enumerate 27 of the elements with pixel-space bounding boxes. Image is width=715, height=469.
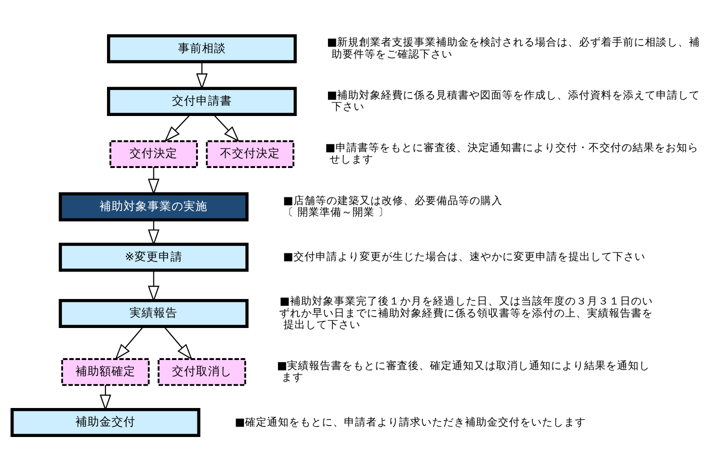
node-label: ■補助対象事業完了後１か月を経過した日、又は当該年度の３月３１日のいずれか早い日までに補助対象経費に係る領収書等を添付の上、実績報告書を提出して下さい [279, 294, 654, 331]
arrow [148, 270, 160, 302]
node-label: ■実績報告書をもとに審査後、確定通知又は取消し通知により結果を通知します [276, 358, 650, 384]
arrow [164, 326, 192, 360]
arrow [164, 114, 191, 142]
node-label: ■店舗等の建築又は改修、必要備品等の購入 [283, 194, 502, 207]
node-box: 実績報告 [58, 299, 249, 328]
arrow [212, 114, 240, 142]
node-box: 補助対象事業の実施 [58, 192, 249, 222]
node-label: ■確定通知をもとに、申請者より請求いただき補助金交付をいたします [234, 415, 586, 428]
node-label: ■新規創業者支援事業補助金を検討される場合は、必ず着手前に相談し、補助要件等をご確認下さい [326, 36, 700, 60]
arrow [114, 326, 144, 360]
node-box: 交付決定 [109, 140, 198, 168]
node-box: 事前相談 [107, 34, 297, 64]
arrow [148, 220, 160, 246]
arrow [148, 167, 160, 196]
node-box: ※変更申請 [58, 242, 249, 272]
node-label: 〔 開業準備～開業 〕 [283, 205, 389, 218]
node-label: ■交付申請より変更が生じた場合は、速やかに変更申請を提出して下さい [283, 250, 646, 264]
node-box: 交付取消し [158, 358, 246, 386]
node-box: 補助額確定 [61, 358, 150, 386]
node-box: 交付申請書 [107, 86, 297, 116]
node-box: 補助金交付 [10, 408, 200, 437]
node-label: ■申請書等をもとに審査後、決定通知書により交付・不交付の結果をお知らせします [325, 141, 698, 166]
node-box: 不交付決定 [206, 140, 294, 168]
node-label: ■補助対象経費に係る見積書や図面等を作成し、添付資料を添えて申請して下さい [326, 88, 700, 114]
arrow [196, 62, 208, 90]
